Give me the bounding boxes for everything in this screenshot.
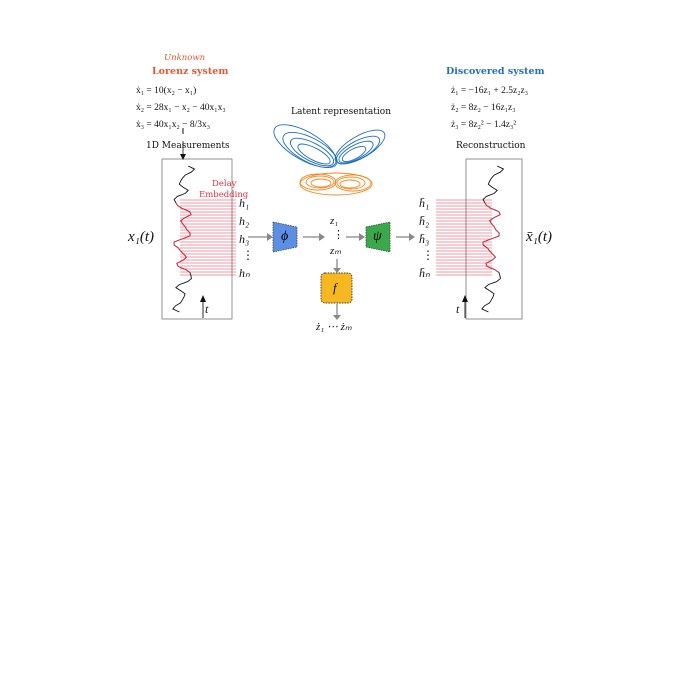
left-signal-label: x₁(t) [128,229,155,245]
left-time-label: t [205,302,209,316]
latent-vdots: ⋮ [333,229,344,241]
left-signal-highlight [173,202,192,273]
discovered-title: Discovered system [446,66,545,77]
lorenz-eq-3: ẋ₃ = 40x₁x₂ − 8/3x₃ [136,120,211,130]
left-embed-hn: hₙ [239,266,250,280]
left-embed-vdots: ⋮ [242,248,254,262]
measurements-label: 1D Measurements [146,141,230,151]
right-embed-vdots: ⋮ [422,248,434,262]
discovered-eq-2: ż₂ = 8z₂ − 16z₁z₃ [451,103,516,113]
right-embed-h3: h̄₃ [419,232,430,246]
lorenz-eq-2: ẋ₂ = 28x₁ − x₂ − 40x₁x₃ [136,103,226,113]
latent-title: Latent representation [291,107,392,117]
right-time-label: t [456,302,460,316]
right-embed-h1: h̄₁ [419,196,430,210]
right-signal-label: x̄₁(t) [526,229,553,245]
discovered-eq-1: ż₁ = −16z₁ + 2.5z₂z₃ [451,86,529,96]
flow-arrowheads [267,233,415,320]
decoder-block [365,221,391,253]
latent-z1: z₁ [330,215,339,227]
delay-label: Delay [212,179,237,189]
latent-zm: zₘ [330,245,342,257]
dynamics-block [320,272,353,304]
measurement-arrowhead [180,154,186,160]
left-time-arrowhead [200,295,206,302]
right-delay-hatch [436,199,492,276]
reconstruction-label: Reconstruction [456,141,526,151]
latent-attractor-blue [273,124,386,169]
right-signal-highlight [482,202,501,273]
decoder-symbol: ψ [373,229,382,244]
left-embed-h1: h₁ [239,196,250,210]
left-embed-h3: h₃ [239,232,250,246]
unknown-label: Unknown [164,53,206,63]
encoder-block [272,221,298,253]
latent-attractor-orange [299,172,373,196]
right-embed-hn: h̄ₙ [419,266,430,280]
right-time-arrowhead [462,295,468,302]
right-embed-h2: h̄₂ [419,214,430,228]
embedding-label: Embedding [199,190,249,200]
dynamics-symbol: f [333,280,337,295]
left-embed-h2: h₂ [239,214,250,228]
lorenz-title: Lorenz system [152,66,229,77]
lorenz-eq-1: ẋ₁ = 10(x₂ − x₁) [136,86,197,96]
latent-derivatives: ż₁ ⋯ żₘ [316,321,352,333]
left-delay-hatch [180,199,236,276]
discovered-eq-3: ż₃ = 8z₂² − 1.4z₃² [451,120,517,130]
encoder-symbol: ϕ [281,229,289,244]
